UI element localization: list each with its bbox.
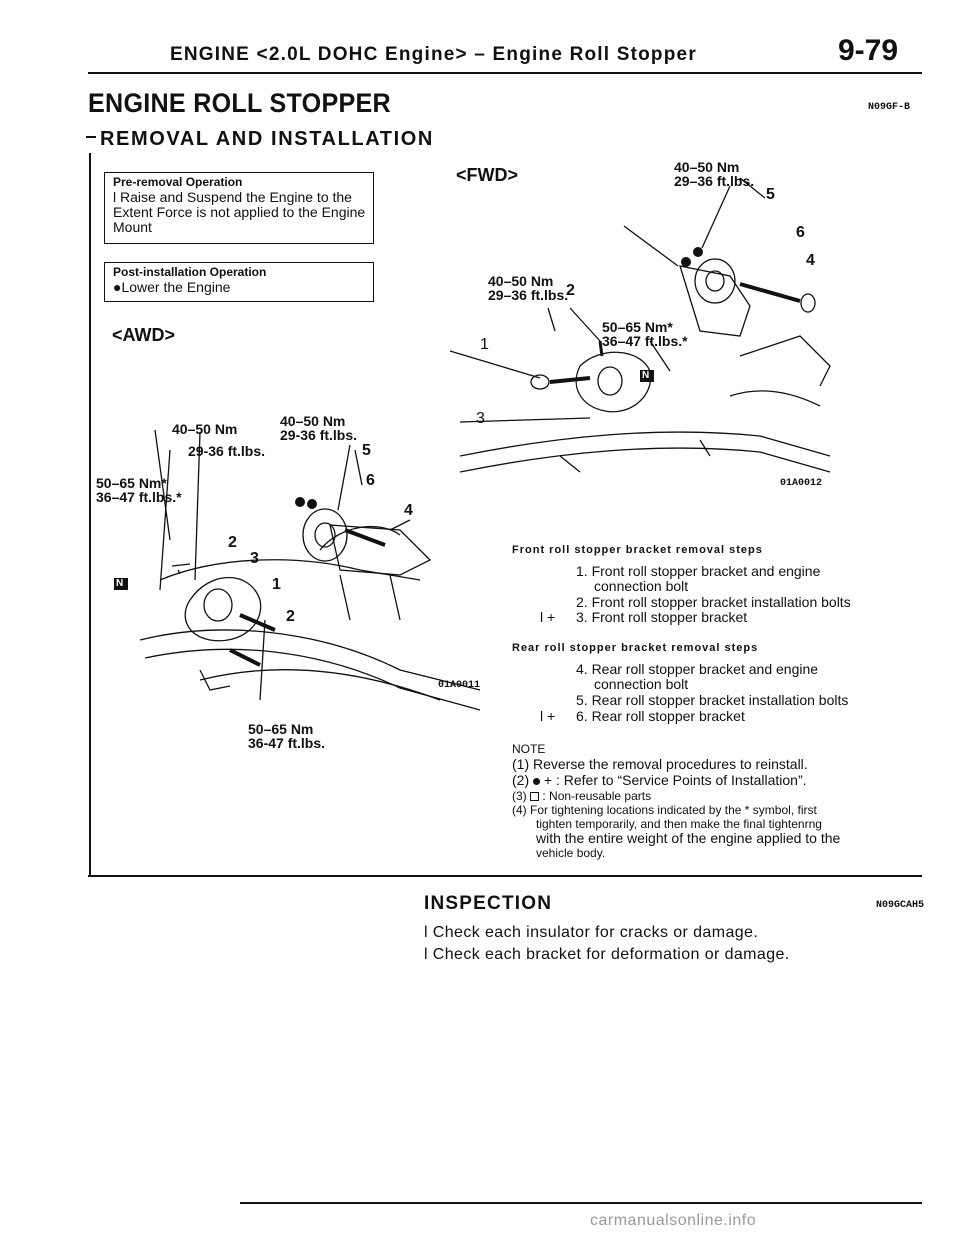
section-subtitle: REMOVAL AND INSTALLATION <box>100 128 434 150</box>
awd-torque-c-ft: 36–47 ft.lbs.* <box>96 489 182 505</box>
awd-drawing <box>114 429 481 711</box>
awd-callout-4: 4 <box>404 502 413 519</box>
awd-callout-6: 6 <box>366 472 375 489</box>
note-2: (2) + : Refer to “Service Points of Inst… <box>512 773 807 788</box>
fwd-non-reusable-mark: N <box>642 370 650 381</box>
fwd-callout-1: 1 <box>480 336 489 353</box>
fwd-callout-4: 4 <box>806 252 815 269</box>
fwd-drawing <box>449 177 831 473</box>
inspection-item-2: l Check each bracket for deformation or … <box>424 946 790 963</box>
note-1: (1) Reverse the removal procedures to re… <box>512 756 808 772</box>
awd-figure-code: 01A0011 <box>438 680 481 691</box>
awd-callout-5: 5 <box>362 442 371 459</box>
fwd-torque-a-ft: 29–36 ft.lbs. <box>674 173 755 189</box>
note-4c: with the entire weight of the engine app… <box>536 830 841 846</box>
note-4a: (4) For tightening locations indicated b… <box>512 803 817 817</box>
rear-step-6: 6. Rear roll stopper bracket <box>576 708 745 724</box>
dot-icon <box>533 777 541 785</box>
fwd-callout-6: 6 <box>796 224 805 241</box>
awd-non-reusable-mark: N <box>116 578 124 589</box>
section-title: ENGINE ROLL STOPPER <box>88 88 391 118</box>
awd-callout-1: 1 <box>272 576 281 593</box>
post-installation-heading: Post-installation Operation <box>113 265 267 279</box>
note-4d: vehicle body. <box>536 846 606 860</box>
note-4b: tighten temporarily, and then make the f… <box>536 817 822 831</box>
front-step-1b: connection bolt <box>594 578 689 594</box>
fwd-torque-c-ft: 36–47 ft.lbs.* <box>602 333 688 349</box>
note-heading: NOTE <box>512 742 546 756</box>
awd-diagram: <AWD> 40–50 Nm 29-36 ft.lbs. 40–50 Nm 29… <box>96 320 500 760</box>
post-installation-box: Post-installation Operation ●Lower the E… <box>104 262 374 302</box>
header-rule <box>88 72 922 74</box>
rear-steps-heading: Rear roll stopper bracket removal steps <box>512 642 759 654</box>
fwd-diagram: <FWD> 40–50 Nm 29–36 ft.lbs. 40–50 Nm 29… <box>440 156 840 496</box>
pre-removal-line-1: l Raise and Suspend the Engine to the <box>113 189 352 205</box>
left-margin-rule <box>89 153 91 875</box>
note-3-text: : Non-reusable parts <box>542 789 652 803</box>
awd-callout-3: 3 <box>250 550 259 567</box>
front-steps-heading: Front roll stopper bracket removal steps <box>512 544 763 556</box>
margin-mark <box>86 136 96 138</box>
rear-step-5: 5. Rear roll stopper bracket installatio… <box>576 692 849 708</box>
fwd-label: <FWD> <box>456 165 519 185</box>
rear-step-4b: connection bolt <box>594 676 689 692</box>
awd-label: <AWD> <box>112 325 176 345</box>
front-step-2: 2. Front roll stopper bracket installati… <box>576 594 851 610</box>
note-2-text: + : Refer to “Service Points of Installa… <box>543 772 807 788</box>
note-3-prefix: (3) <box>512 789 527 803</box>
fwd-torque-b-nm: 40–50 Nm <box>488 273 554 289</box>
awd-torque-d-ft: 36-47 ft.lbs. <box>248 735 326 751</box>
awd-torque-a-ft: 29-36 ft.lbs. <box>188 443 266 459</box>
footer-rule <box>240 1202 922 1204</box>
fwd-callout-5: 5 <box>766 186 775 203</box>
front-step-3: 3. Front roll stopper bracket <box>576 609 748 625</box>
inspection-code: N09GCAH5 <box>876 900 925 911</box>
pre-removal-line-2: Extent Force is not applied to the Engin… <box>113 204 366 220</box>
note-2-prefix: (2) <box>512 772 530 788</box>
awd-callout-2b: 2 <box>286 608 295 625</box>
fwd-callout-3: 3 <box>476 410 485 427</box>
watermark: carmanualsonline.info <box>590 1212 757 1229</box>
awd-torque-a-nm: 40–50 Nm <box>172 421 238 437</box>
front-step-1a: 1. Front roll stopper bracket and engine <box>576 563 821 579</box>
pre-removal-heading: Pre-removal Operation <box>113 175 243 189</box>
pre-removal-line-3: Mount <box>113 219 152 235</box>
running-title: ENGINE <2.0L DOHC Engine> – Engine Roll … <box>170 44 697 65</box>
fwd-figure-code: 01A0012 <box>780 478 823 489</box>
awd-torque-c-nm: 50–65 Nm* <box>96 475 167 491</box>
rear-step-6-mark: l + <box>540 708 556 724</box>
inspection-title: INSPECTION <box>424 893 553 914</box>
fwd-torque-a-nm: 40–50 Nm <box>674 159 740 175</box>
rear-step-4a: 4. Rear roll stopper bracket and engine <box>576 661 819 677</box>
inspection-item-1: l Check each insulator for cracks or dam… <box>424 924 759 941</box>
fwd-torque-c-nm: 50–65 Nm* <box>602 319 673 335</box>
page-number: 9-79 <box>838 34 899 67</box>
awd-torque-b-nm: 40–50 Nm <box>280 413 346 429</box>
awd-torque-b-ft: 29-36 ft.lbs. <box>280 427 358 443</box>
section-end-rule <box>88 875 922 877</box>
front-step-3-mark: l + <box>540 609 556 625</box>
awd-callout-2a: 2 <box>228 534 237 551</box>
fwd-callout-2: 2 <box>566 282 575 299</box>
pre-removal-box: Pre-removal Operation l Raise and Suspen… <box>104 172 374 244</box>
note-3: (3) : Non-reusable parts <box>512 789 651 804</box>
post-installation-line-1: ●Lower the Engine <box>113 279 231 295</box>
fwd-torque-b-ft: 29–36 ft.lbs. <box>488 287 569 303</box>
awd-torque-d-nm: 50–65 Nm <box>248 721 314 737</box>
section-code: N09GF-B <box>868 102 911 113</box>
square-icon <box>530 792 540 802</box>
